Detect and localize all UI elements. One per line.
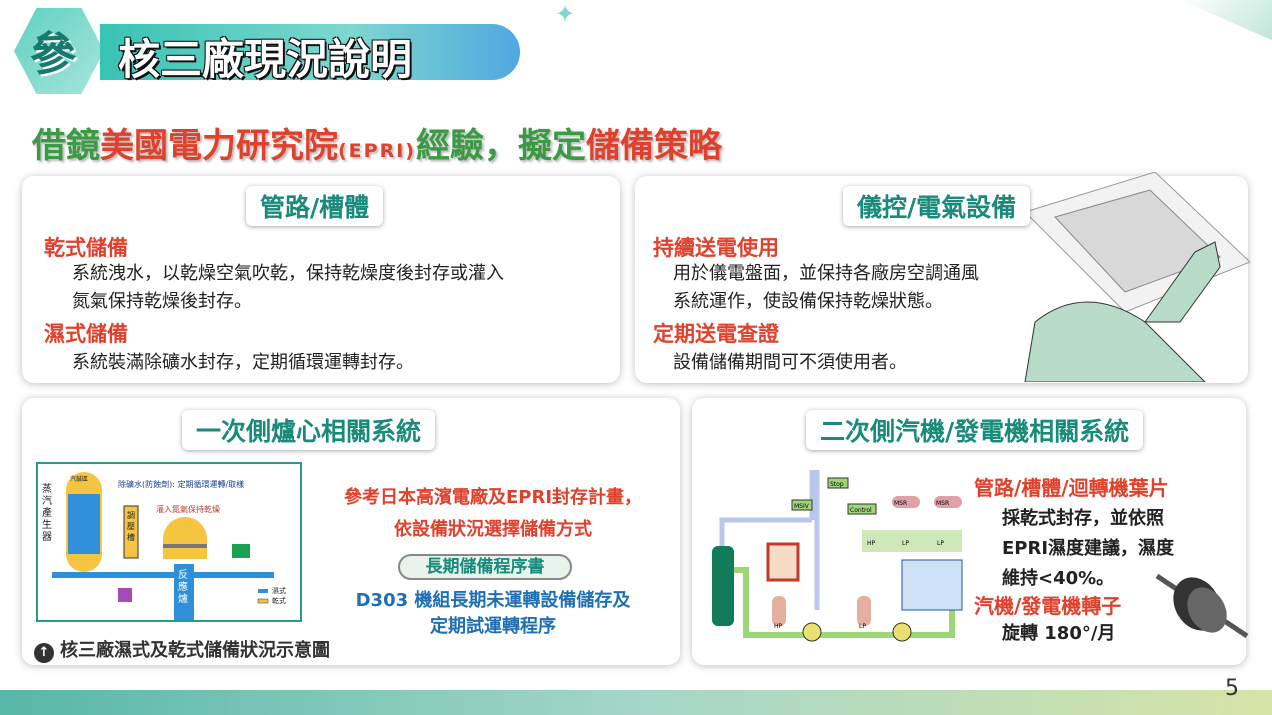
sparkle-decoration: ✦ <box>555 0 576 28</box>
caption-text: 核三廠濕式及乾式儲備狀況示意圖 <box>60 640 330 661</box>
item-text: 設備儲備期間可不須使用者。 <box>673 352 907 373</box>
turbine-rotor-illustration <box>1155 573 1249 639</box>
text-line: 用於儀電盤面，並保持各廠房空調通風 <box>673 263 979 284</box>
item-text: 系統裝滿除礦水封存，定期循環運轉封存。 <box>72 352 414 373</box>
procedure-text: D303 機組長期未運轉設備儲存及定期試運轉程序 <box>318 588 668 640</box>
corner-decoration <box>1180 0 1272 40</box>
item-heading: 汽機/發電機轉子 <box>974 594 1122 618</box>
panel-primary: 一次側爐心相關系統 蒸汽產生器 汽鼓區 除礦水(防蝕劑): 定期循環運轉/取樣 … <box>22 398 680 665</box>
text-line: D303 機組長期未運轉設備儲存及 <box>355 590 631 611</box>
subtitle-part: 借鏡 <box>32 126 100 166</box>
item-text: 系統洩水，以乾燥空氣吹乾，保持乾燥度後封存或灌入氮氣保持乾燥後封存。 <box>72 260 504 316</box>
diagram-label: HP <box>774 623 783 630</box>
primary-system-diagram: 蒸汽產生器 汽鼓區 除礦水(防蝕劑): 定期循環運轉/取樣 灌入氮氣保持乾燥 調… <box>36 462 302 622</box>
subtitle-part: 美國電力研究院 <box>100 126 338 166</box>
diagram-label: LP <box>902 540 909 547</box>
item-text: 採乾式封存，並依照 EPRI濕度建議，濕度維持<40%。 <box>1002 504 1174 594</box>
diagram-label: MSR <box>894 500 907 507</box>
sg-top-label: 汽鼓區 <box>70 476 89 483</box>
procedure-badge: 長期儲備程序書 <box>398 554 572 580</box>
footer-bar <box>0 690 1272 715</box>
reactor-label: 反應爐 <box>178 570 188 605</box>
ac-unit-illustration <box>1024 172 1250 382</box>
diagram-note: 灌入氮氣保持乾燥 <box>156 505 220 514</box>
diagram-label: Stop <box>830 481 844 488</box>
text-line: 系統運作，使設備保持乾燥狀態。 <box>673 291 943 312</box>
legend-wet: 濕式 <box>272 587 286 595</box>
header: 參 核三廠現況說明 <box>0 0 560 110</box>
item-text: 用於儀電盤面，並保持各廠房空調通風系統運作，使設備保持乾燥狀態。 <box>673 260 979 316</box>
pressurizer-label: 調壓槽 <box>127 511 135 542</box>
diagram-caption: ↑ 核三廠濕式及乾式儲備狀況示意圖 <box>34 636 330 663</box>
diagram-label: HP <box>867 540 876 547</box>
diagram-label: LP <box>859 623 866 630</box>
text-line: 採乾式封存，並依照 <box>1002 508 1164 529</box>
page-title: 核三廠現況說明 <box>118 35 413 84</box>
subtitle-part: 經驗，擬定 <box>415 126 586 166</box>
item-text: 旋轉 180°/月 <box>1002 623 1116 644</box>
panel-title: 一次側爐心相關系統 <box>182 410 436 450</box>
text-line: 氮氣保持乾燥後封存。 <box>72 291 252 312</box>
subtitle-part: 儲備策略 <box>585 126 722 166</box>
text-line: 參考日本高濱電廠及EPRI封存計畫， <box>343 487 643 508</box>
text-line: 依設備狀況選擇儲備方式 <box>394 519 592 540</box>
legend-dry: 乾式 <box>272 597 286 605</box>
text-line: 系統洩水，以乾燥空氣吹乾，保持乾燥度後封存或灌入 <box>72 263 504 284</box>
up-arrow-icon: ↑ <box>34 643 54 663</box>
item-heading: 定期送電查證 <box>653 322 779 346</box>
diagram-label: MSR <box>936 500 949 507</box>
panel-title: 管路/槽體 <box>246 186 384 226</box>
diagram-note: 除礦水(防蝕劑): 定期循環運轉/取樣 <box>118 480 245 489</box>
text-line: 維持<40%。 <box>1002 568 1115 589</box>
panel-piping: 管路/槽體 乾式儲備 系統洩水，以乾燥空氣吹乾，保持乾燥度後封存或灌入氮氣保持乾… <box>22 176 620 383</box>
item-heading: 乾式儲備 <box>44 236 128 260</box>
diagram-label: Control <box>850 507 872 514</box>
panel-instrument: 儀控/電氣設備 持續送電使用 用於儀電盤面，並保持各廠房空調通風系統運作，使設備… <box>635 172 1250 383</box>
reference-text: 參考日本高濱電廠及EPRI封存計畫， 依設備狀況選擇儲備方式 <box>318 482 668 546</box>
hexagon-decoration <box>14 8 104 94</box>
subtitle-part: (EPRI) <box>338 140 416 162</box>
page-number: 5 <box>1225 676 1239 701</box>
panel-title: 二次側汽機/發電機相關系統 <box>806 410 1144 450</box>
slide-subtitle: 借鏡美國電力研究院(EPRI)經驗，擬定儲備策略 <box>32 118 722 167</box>
item-heading: 濕式儲備 <box>44 322 128 346</box>
text-line: 定期試運轉程序 <box>430 616 556 637</box>
text-line: EPRI濕度建議，濕度 <box>1002 538 1175 559</box>
section-number: 參 <box>30 27 76 81</box>
item-heading: 管路/槽體/迴轉機葉片 <box>974 476 1169 500</box>
diagram-label: MSIV <box>794 503 810 510</box>
item-heading: 持續送電使用 <box>653 236 779 260</box>
diagram-label: LP <box>937 540 944 547</box>
panel-title: 儀控/電氣設備 <box>843 186 1031 226</box>
title-ribbon <box>100 24 520 80</box>
sg-label: 蒸汽產生器 <box>42 484 52 543</box>
